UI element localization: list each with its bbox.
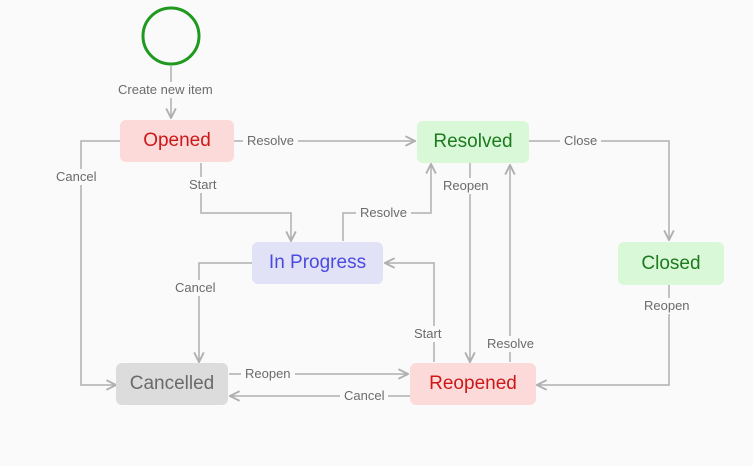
state-closed-label: Closed	[641, 252, 701, 274]
edge-label-cancelled-reopen: Reopen	[241, 366, 295, 382]
edge-label-reopened-cancel: Cancel	[340, 388, 389, 404]
state-opened[interactable]: Opened	[120, 120, 234, 162]
state-opened-label: Opened	[143, 130, 211, 151]
edge-label-reopened-resolve: Resolve	[483, 336, 538, 352]
state-in-progress[interactable]: In Progress	[252, 242, 383, 284]
state-cancelled-label: Cancelled	[129, 373, 215, 394]
edge-closed-reopen	[537, 285, 670, 385]
edge-reopened-start	[385, 263, 435, 362]
edge-opened-start	[200, 163, 291, 241]
edge-label-resolved-reopen: Reopen	[439, 178, 493, 194]
edge-label-opened-start: Start	[185, 177, 221, 193]
state-resolved-label: Resolved	[433, 131, 513, 152]
edge-label-inprogress-resolve: Resolve	[356, 205, 411, 221]
edge-resolved-close	[529, 140, 669, 240]
state-reopened[interactable]: Reopened	[410, 363, 536, 405]
edge-label-opened-resolve: Resolve	[243, 133, 298, 149]
state-cancelled[interactable]: Cancelled	[116, 363, 228, 405]
edge-label-reopened-start: Start	[410, 326, 446, 342]
edge-label-resolved-close: Close	[560, 133, 602, 149]
state-resolved[interactable]: Resolved	[417, 121, 529, 163]
edge-inprogress-cancel	[199, 262, 252, 362]
edge-inprogress-resolve	[342, 164, 431, 241]
start-node	[141, 6, 201, 66]
edge-label-inprogress-cancel: Cancel	[171, 280, 220, 296]
edge-label-closed-reopen: Reopen	[640, 298, 694, 314]
state-reopened-label: Reopened	[429, 373, 517, 394]
edge-label-opened-cancel: Cancel	[52, 169, 101, 185]
state-in-progress-label: In Progress	[268, 252, 367, 273]
edge-opened-cancel	[80, 140, 120, 385]
edge-label-create: Create new item	[114, 82, 217, 98]
state-closed[interactable]: Closed	[618, 242, 724, 285]
